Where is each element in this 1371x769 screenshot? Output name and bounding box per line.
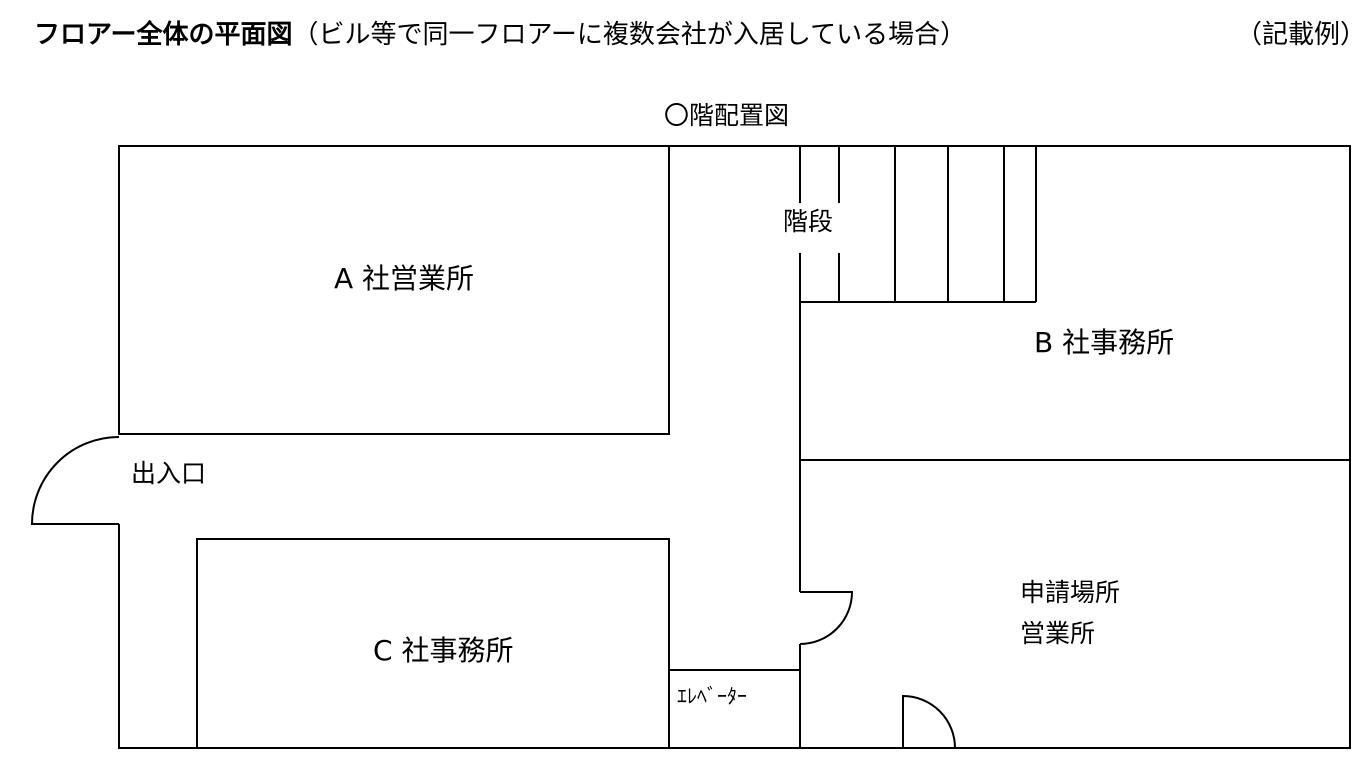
side-door xyxy=(799,591,854,645)
c-office-walls xyxy=(196,538,670,749)
outer-wall xyxy=(118,145,1351,749)
b-office-label: B 社事務所 xyxy=(1034,326,1175,359)
floor-title: 〇階配置図 xyxy=(664,101,790,130)
header-title-bold: フロアー全体の平面図 xyxy=(34,20,293,50)
header-title-note: （ビル等で同一フロアーに複数会社が入居している場合） xyxy=(292,20,967,50)
sales-office-label: 営業所 xyxy=(1020,619,1096,648)
entrance-door xyxy=(30,436,120,525)
entrance-label: 出入口 xyxy=(131,459,207,488)
header-title: フロアー全体の平面図（ビル等で同一フロアーに複数会社が入居している場合） xyxy=(34,14,966,51)
example-note: （記載例） xyxy=(1236,20,1367,50)
elevator-label: ｴﾚﾍﾞｰﾀｰ xyxy=(677,684,747,708)
stairs-label: 階段 xyxy=(783,207,834,236)
stairs-label-backing xyxy=(780,203,842,253)
c-office-label: C 社事務所 xyxy=(373,634,514,667)
a-office-label: A 社営業所 xyxy=(334,262,475,295)
bottom-door xyxy=(902,694,956,749)
application-site-label: 申請場所 xyxy=(1020,578,1121,607)
a-office-walls xyxy=(119,146,670,435)
